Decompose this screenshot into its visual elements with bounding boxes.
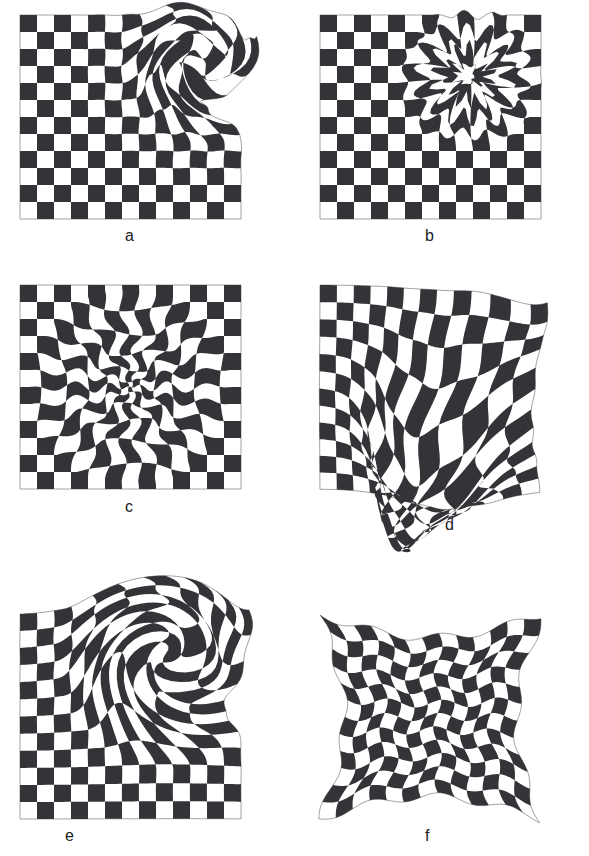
checkerboard-panel bbox=[320, 10, 541, 219]
board-outline bbox=[320, 10, 541, 219]
dark-squares bbox=[20, 2, 259, 219]
checkerboard-panel bbox=[319, 615, 541, 823]
dark-squares bbox=[20, 285, 241, 489]
checkerboard-panel bbox=[319, 285, 547, 552]
dark-squares bbox=[319, 285, 547, 552]
board-outline bbox=[20, 576, 253, 819]
panel-letter: f bbox=[425, 826, 429, 845]
board-outline bbox=[20, 285, 241, 489]
panel-letter: b bbox=[425, 226, 434, 245]
dark-squares bbox=[320, 11, 541, 219]
board-outline bbox=[20, 2, 259, 219]
checkerboard-panel bbox=[20, 285, 241, 489]
panel-letter: d bbox=[445, 515, 454, 534]
panel-letter: c bbox=[125, 497, 133, 516]
panel-letter: a bbox=[125, 226, 134, 245]
board-outline bbox=[319, 615, 541, 823]
checkerboard-panel bbox=[20, 576, 253, 819]
dark-squares bbox=[320, 615, 541, 818]
panel-letter: e bbox=[65, 826, 74, 845]
dark-squares bbox=[20, 576, 253, 819]
checkerboard-panel bbox=[20, 2, 259, 219]
